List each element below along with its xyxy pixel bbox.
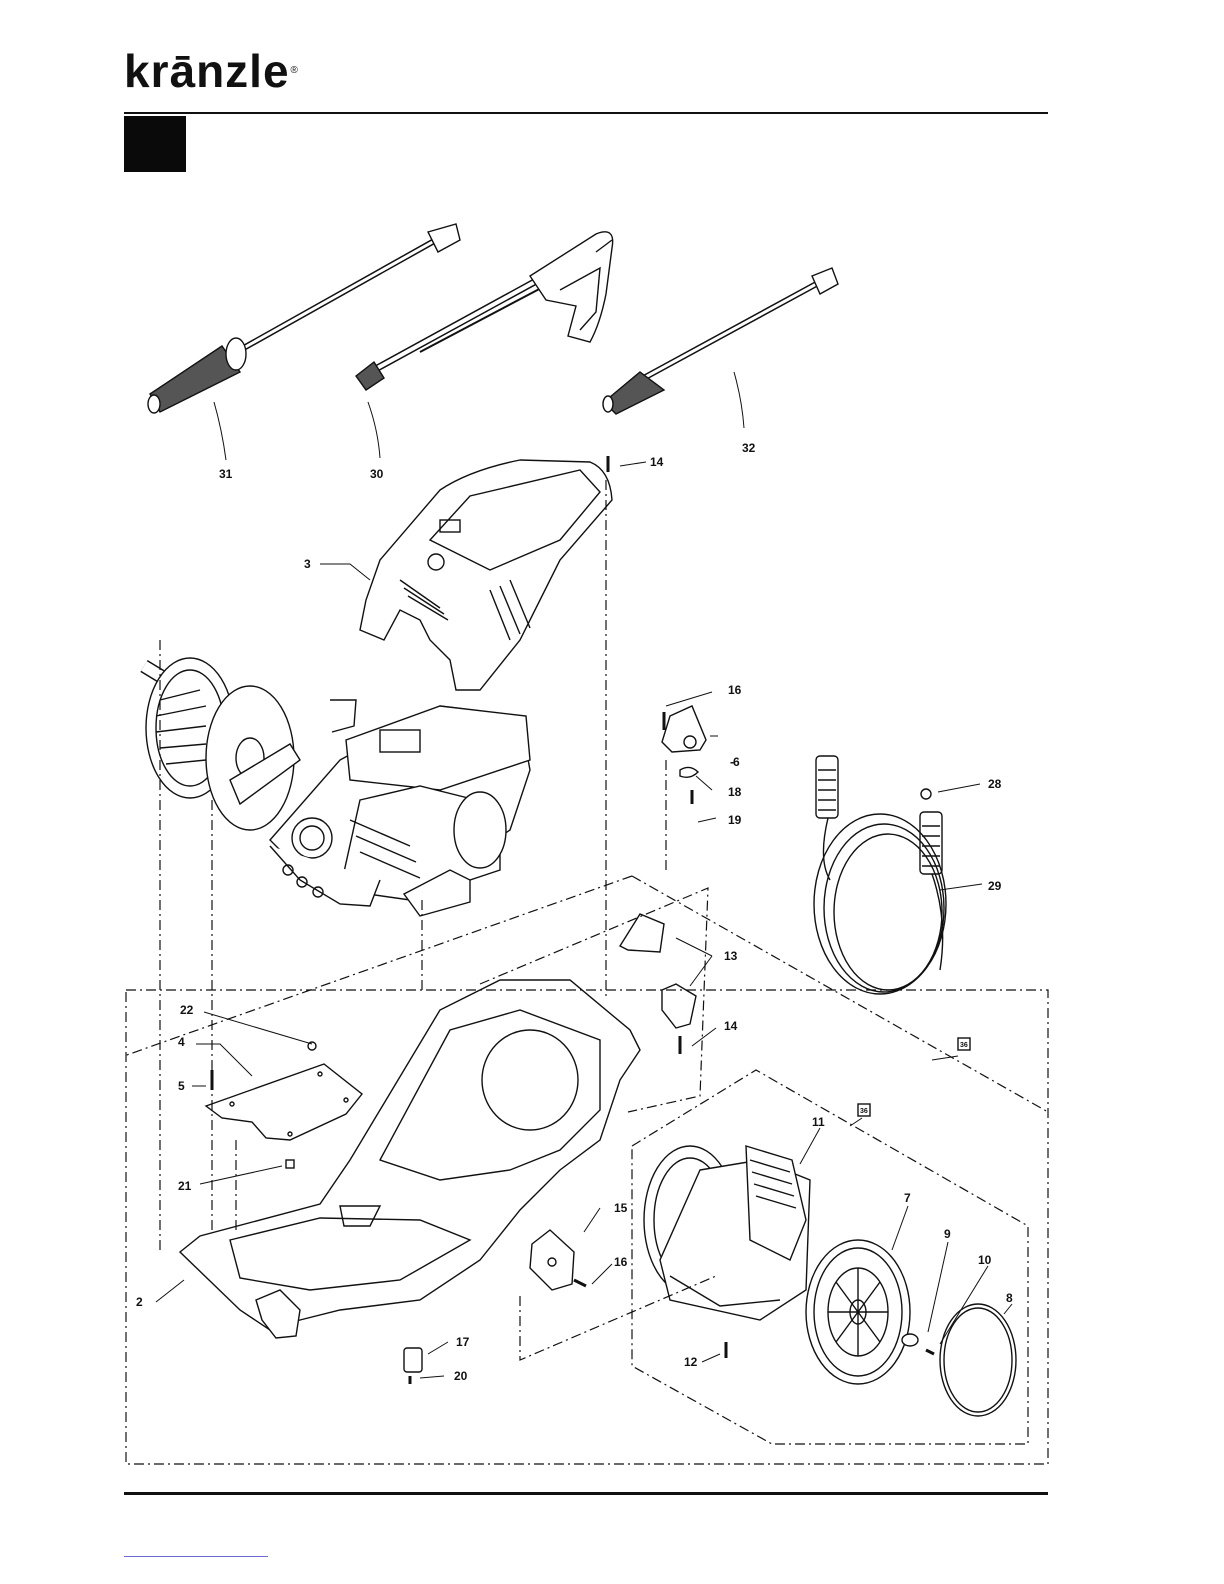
label-32: 32 <box>742 441 756 455</box>
label-16-bottom: 16 <box>614 1255 628 1269</box>
label-20: 19 <box>728 813 742 827</box>
label-14-top: 14 <box>650 455 664 469</box>
label-4: 4 <box>178 1035 185 1049</box>
label-19: 18 <box>728 785 742 799</box>
part-17-foot <box>404 1348 422 1384</box>
label-30: 30 <box>370 467 384 481</box>
label-31: 31 <box>219 467 233 481</box>
label-21: 21 <box>178 1179 192 1193</box>
part-30-spray-gun <box>356 232 613 390</box>
label-3: 3 <box>304 557 311 571</box>
part-32-lance <box>603 268 838 414</box>
label-18: 20 <box>454 1369 468 1383</box>
part-3-cover <box>360 460 612 690</box>
label-16-top: 16 <box>728 683 742 697</box>
label-7: 7 <box>904 1191 911 1205</box>
hose-reel <box>144 658 300 830</box>
label-12: 12 <box>684 1355 698 1369</box>
boxed-label-a: 36 <box>960 1042 968 1049</box>
part-29-hose <box>814 756 946 994</box>
part-4-plate <box>206 1042 362 1168</box>
part-15-bracket <box>530 1230 586 1290</box>
label-17: 17 <box>456 1335 470 1349</box>
label-13: 13 <box>724 949 738 963</box>
boxed-label-b: 36 <box>860 1108 868 1115</box>
motor-pump-unit <box>270 700 530 916</box>
label-9: 9 <box>944 1227 951 1241</box>
label-22: 22 <box>180 1003 194 1017</box>
part-13-handles <box>608 456 696 1054</box>
label-11: 11 <box>812 1115 825 1129</box>
part-31-lance <box>148 224 460 413</box>
label-2: 2 <box>136 1295 143 1309</box>
label-5: 5 <box>178 1079 185 1093</box>
label-14-mid: 14 <box>724 1019 738 1033</box>
label-29: 29 <box>988 879 1002 893</box>
label-15: 15 <box>614 1201 628 1215</box>
label-8: 8 <box>1006 1291 1013 1305</box>
label-28: 28 <box>988 777 1002 791</box>
label-10: 10 <box>978 1253 992 1267</box>
label-6: 6 <box>733 755 740 769</box>
bracket-parts-6-16-19-20 <box>662 706 931 804</box>
